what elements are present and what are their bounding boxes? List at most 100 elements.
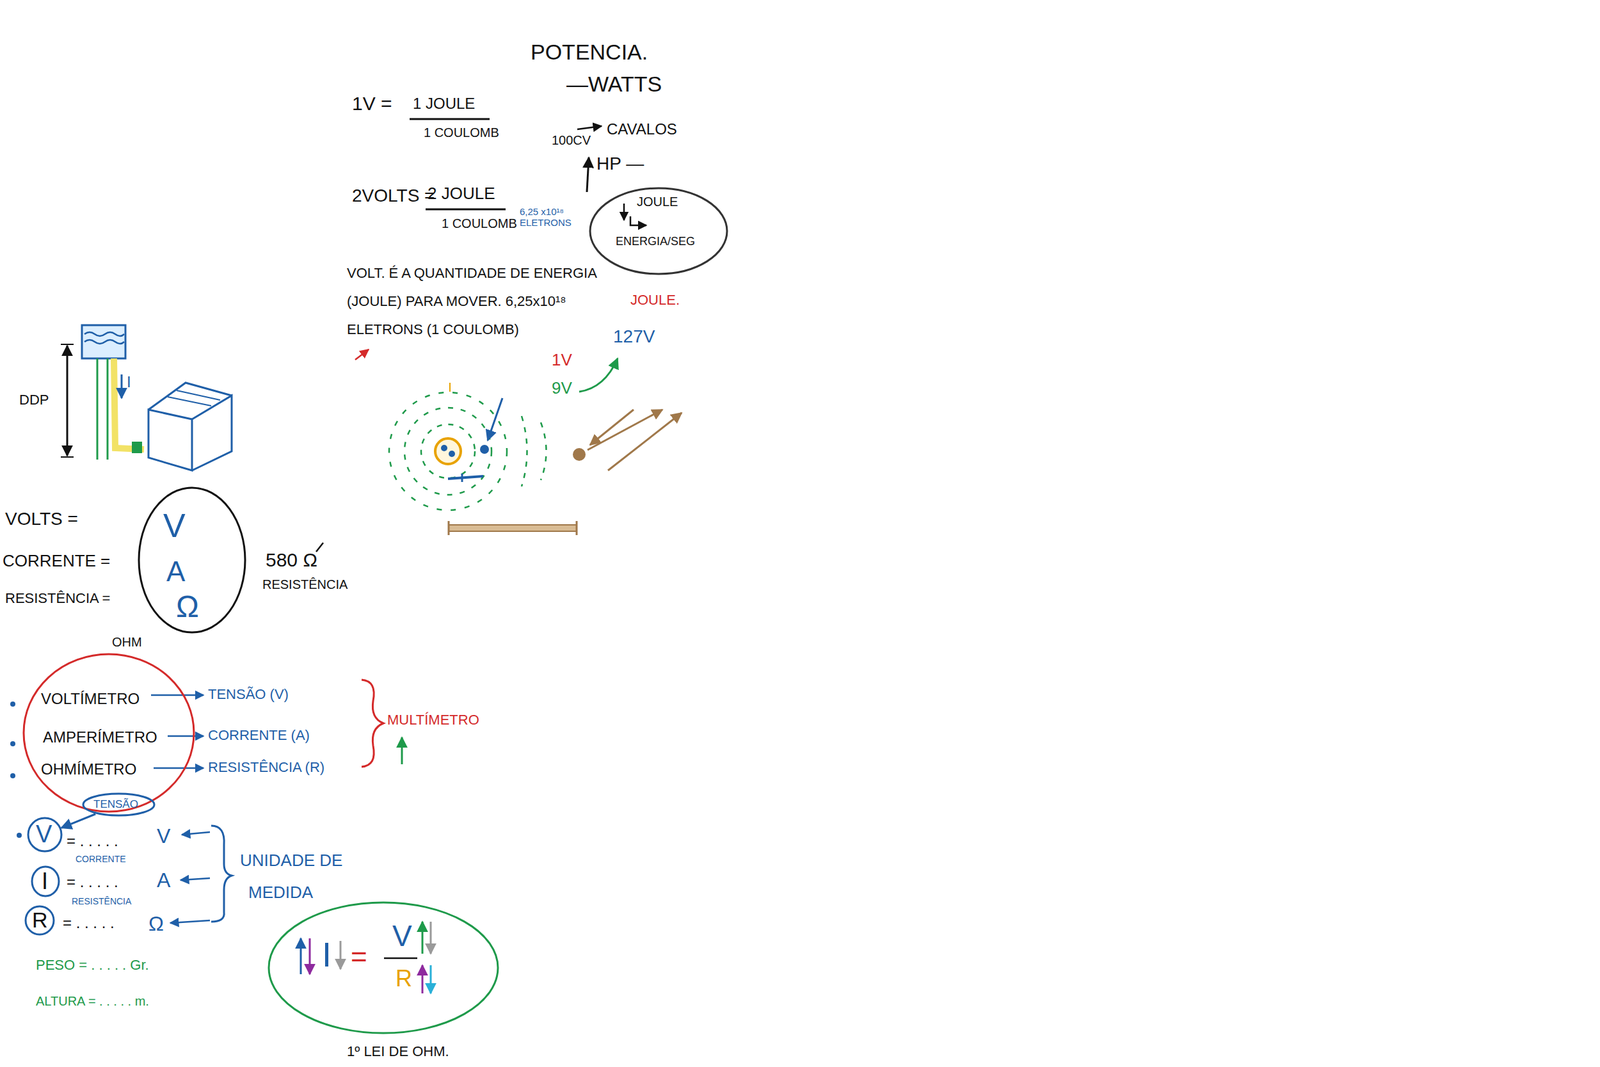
- node-outline: [32, 866, 59, 896]
- note-text: VOLTS =: [5, 508, 79, 530]
- note-text: RESISTÊNCIA =: [5, 590, 111, 607]
- pointer-arrow: [167, 735, 204, 738]
- water-tank: [81, 325, 126, 359]
- node-text: V: [163, 506, 186, 546]
- bracket: [361, 679, 384, 767]
- node-text: OHM: [112, 634, 143, 650]
- note-text: A: [156, 868, 171, 893]
- note-text: —WATTS: [566, 71, 662, 97]
- pointer-arrow: [487, 398, 503, 441]
- tick-mark: [449, 382, 451, 392]
- electron-orbit: [421, 424, 475, 479]
- bullet: [10, 741, 16, 747]
- brace: [211, 825, 232, 922]
- note-text: 1 JOULE: [412, 94, 475, 113]
- trend-arrow: [430, 965, 432, 994]
- node-outline: [138, 487, 246, 633]
- electron-dot: [480, 444, 489, 454]
- node-text: R: [32, 907, 48, 933]
- note-text: PESO = . . . . . Gr.: [35, 956, 150, 973]
- water-flow: [113, 358, 144, 450]
- note-text: CORRENTE: [75, 853, 127, 864]
- note-text: V: [156, 824, 171, 848]
- note-text: TENSÃO (V): [208, 686, 289, 703]
- node-text: AMPERÍMETRO: [42, 728, 158, 747]
- note-text: = . . . . .: [66, 872, 119, 891]
- house: [192, 395, 232, 471]
- electron-orbit: [389, 392, 507, 511]
- trend-arrow: [430, 921, 432, 954]
- node-text: Ω: [176, 588, 200, 624]
- note-text: DDP: [19, 391, 49, 408]
- note-text: CORRENTE (A): [208, 727, 310, 744]
- node-text: I: [41, 867, 48, 895]
- node-outline: [25, 906, 54, 935]
- ball: [572, 448, 586, 461]
- roof-line: [167, 396, 212, 406]
- node-text: JOULE: [636, 194, 678, 210]
- rod: [448, 524, 577, 532]
- proton-dot: [440, 444, 448, 452]
- motion-arrow: [590, 409, 634, 445]
- pointer-arrow: [630, 216, 647, 226]
- trend-arrow: [339, 940, 342, 969]
- height-arrow: [66, 345, 69, 456]
- node-text: VOLTÍMETRO: [40, 689, 140, 708]
- roof-line: [176, 390, 221, 400]
- note-text: 1 COULOMB: [441, 216, 518, 232]
- pointer-arrow: [180, 878, 210, 880]
- fraction-line: [409, 118, 490, 121]
- pipe: [96, 358, 99, 460]
- node-outline: [590, 188, 728, 274]
- node-outline: [268, 902, 498, 1033]
- symbol-circle: R: [24, 904, 56, 936]
- node-outline: [83, 793, 155, 816]
- note-text: JOULE.: [630, 291, 680, 308]
- note-text: Ω: [148, 912, 164, 936]
- note-text: 6,25 x10¹⁸ ELETRONS: [519, 206, 584, 229]
- node-text: R: [395, 965, 413, 992]
- distance-mark: [448, 476, 484, 479]
- water-wave: [84, 339, 125, 344]
- note-text: 127V: [613, 326, 655, 347]
- note-text: 2 JOULE: [427, 184, 496, 204]
- pointer-arrow: [181, 832, 210, 835]
- trend-arrow: [421, 921, 424, 954]
- house: [148, 409, 192, 471]
- field-arc: [540, 422, 547, 480]
- node-outline: [28, 817, 62, 852]
- note-text: ALTURA = . . . . . m.: [35, 993, 150, 1009]
- note-text: RESISTÊNCIA: [71, 896, 132, 907]
- note-text: UNIDADE DE: [240, 851, 343, 871]
- bullet: [10, 701, 16, 707]
- note-text: POTENCIA.: [530, 39, 648, 65]
- proton-dot: [448, 450, 456, 457]
- instrument-ellipse: VOLTÍMETRO AMPERÍMETRO OHMÍMETRO: [22, 652, 196, 813]
- note-text: 580 Ω: [265, 549, 318, 572]
- symbol-circle: V: [26, 816, 63, 853]
- pipe: [106, 358, 109, 460]
- note-text: 100CV: [551, 133, 591, 148]
- note-text: CORRENTE =: [2, 551, 111, 571]
- node-text: TENSÃO: [93, 798, 139, 811]
- motion-arrow: [587, 409, 663, 450]
- note-text: = . . . . .: [62, 913, 115, 932]
- note-text: I: [126, 373, 132, 392]
- valve: [131, 441, 143, 454]
- node-text: OHMÍMETRO: [40, 760, 137, 779]
- fraction-line: [384, 957, 418, 960]
- pointer-arrow: [623, 203, 626, 221]
- note-text: RESISTÊNCIA: [262, 577, 348, 592]
- pointer-arrow: [586, 157, 589, 192]
- rod-end: [576, 520, 578, 536]
- note-text: = . . . . .: [66, 832, 119, 850]
- pointer-arrow: [170, 920, 210, 923]
- note-text: 9V: [551, 378, 573, 399]
- note-text: VOLT. É A QUANTIDADE DE ENERGIA (JOULE) …: [346, 259, 623, 344]
- node-text: I: [321, 934, 332, 975]
- tension-ellipse: TENSÃO: [81, 792, 156, 817]
- note-text: MULTÍMETRO: [387, 711, 480, 728]
